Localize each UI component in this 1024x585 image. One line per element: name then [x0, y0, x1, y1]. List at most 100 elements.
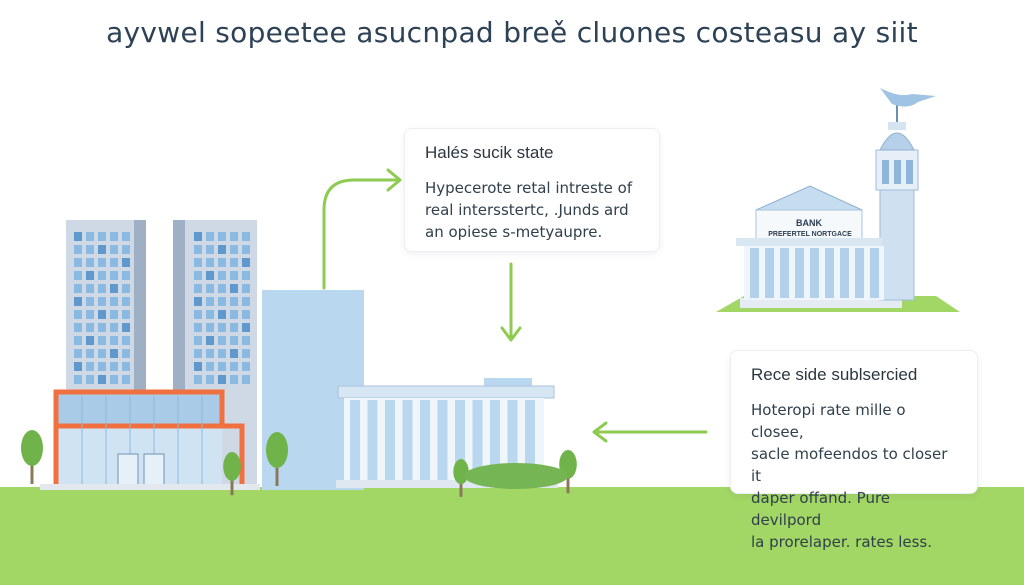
window-pane [242, 323, 250, 332]
window-pane [122, 271, 130, 280]
column [437, 400, 448, 480]
window-pane [194, 271, 202, 280]
window-pane [74, 310, 82, 319]
column [840, 248, 849, 298]
window-pane [98, 323, 106, 332]
window-pane [122, 336, 130, 345]
window-pane [110, 271, 118, 280]
window-pane [194, 336, 202, 345]
window-pane [74, 375, 82, 384]
window-pane [218, 258, 226, 267]
window-pane [206, 245, 214, 254]
window-pane [194, 362, 202, 371]
window-pane [242, 245, 250, 254]
tree-icon [223, 452, 241, 496]
column [490, 400, 500, 480]
window-pane [74, 232, 82, 241]
window-pane [206, 258, 214, 267]
diagram-title: ayvwel sopeetee asucnpad breě cluones co… [106, 16, 918, 49]
window-pane [194, 245, 202, 254]
window-pane [86, 349, 94, 358]
window-pane [242, 284, 250, 293]
window-pane [110, 245, 118, 254]
window-pane [206, 375, 214, 384]
window-pane [110, 310, 118, 319]
window-pane [206, 232, 214, 241]
bank-sign-title: BANK [796, 218, 822, 228]
window-pane [122, 232, 130, 241]
window-pane [218, 349, 226, 358]
window-pane [122, 258, 130, 267]
grass-ground [0, 487, 1024, 585]
card-text-line: real intersstertc, .Junds ard [425, 201, 629, 219]
column [402, 400, 413, 480]
window-pane [218, 271, 226, 280]
window-pane [206, 310, 214, 319]
arrow-icon [592, 421, 708, 443]
window-pane [218, 245, 226, 254]
column [420, 400, 430, 480]
window-pane [86, 323, 94, 332]
card-text-line: Hoteropi rate mille o closee, [751, 401, 906, 441]
window-pane [98, 310, 106, 319]
column [780, 248, 789, 298]
window-pane [74, 297, 82, 306]
window-pane [194, 284, 202, 293]
window-pane [230, 336, 238, 345]
window-pane [98, 271, 106, 280]
window-pane [230, 310, 238, 319]
window-pane [110, 232, 118, 241]
window-pane [74, 349, 82, 358]
window-pane [242, 349, 250, 358]
window-pane [206, 271, 214, 280]
window-pane [206, 336, 214, 345]
column [825, 248, 834, 298]
window-pane [206, 297, 214, 306]
window-pane [194, 310, 202, 319]
column [385, 400, 395, 480]
column [750, 248, 759, 298]
column [855, 248, 864, 298]
window-pane [230, 362, 238, 371]
window-pane [242, 297, 250, 306]
window-pane [86, 297, 94, 306]
window-pane [98, 284, 106, 293]
info-card-bottom: Rece side sublsercied Hoteropi rate mill… [730, 350, 978, 551]
window-pane [110, 258, 118, 267]
window-pane [98, 362, 106, 371]
window-pane [242, 336, 250, 345]
card-text-line: daper offand. Pure devilpord [751, 489, 891, 529]
window-pane [86, 310, 94, 319]
window-pane [194, 323, 202, 332]
window-pane [218, 232, 226, 241]
column [350, 400, 360, 480]
window-pane [194, 258, 202, 267]
window-pane [218, 336, 226, 345]
window-pane [218, 310, 226, 319]
window-pane [206, 284, 214, 293]
window-pane [230, 297, 238, 306]
window-pane [74, 336, 82, 345]
window-pane [230, 271, 238, 280]
window-pane [194, 375, 202, 384]
glass-storefront-icon [40, 389, 260, 490]
window-pane [86, 245, 94, 254]
window-pane [242, 375, 250, 384]
tree-icon [21, 430, 43, 484]
window-pane [110, 323, 118, 332]
window-pane [122, 349, 130, 358]
tree-icon [266, 432, 288, 486]
window-pane [110, 284, 118, 293]
bank-building-icon [716, 88, 960, 312]
window-pane [122, 375, 130, 384]
window-pane [122, 362, 130, 371]
weathervane-bird-icon [880, 88, 936, 107]
window-pane [86, 284, 94, 293]
window-pane [74, 284, 82, 293]
window-pane [230, 375, 238, 384]
columned-building-icon [336, 378, 558, 488]
window-pane [242, 271, 250, 280]
column [525, 400, 535, 480]
building-columns [350, 400, 535, 480]
